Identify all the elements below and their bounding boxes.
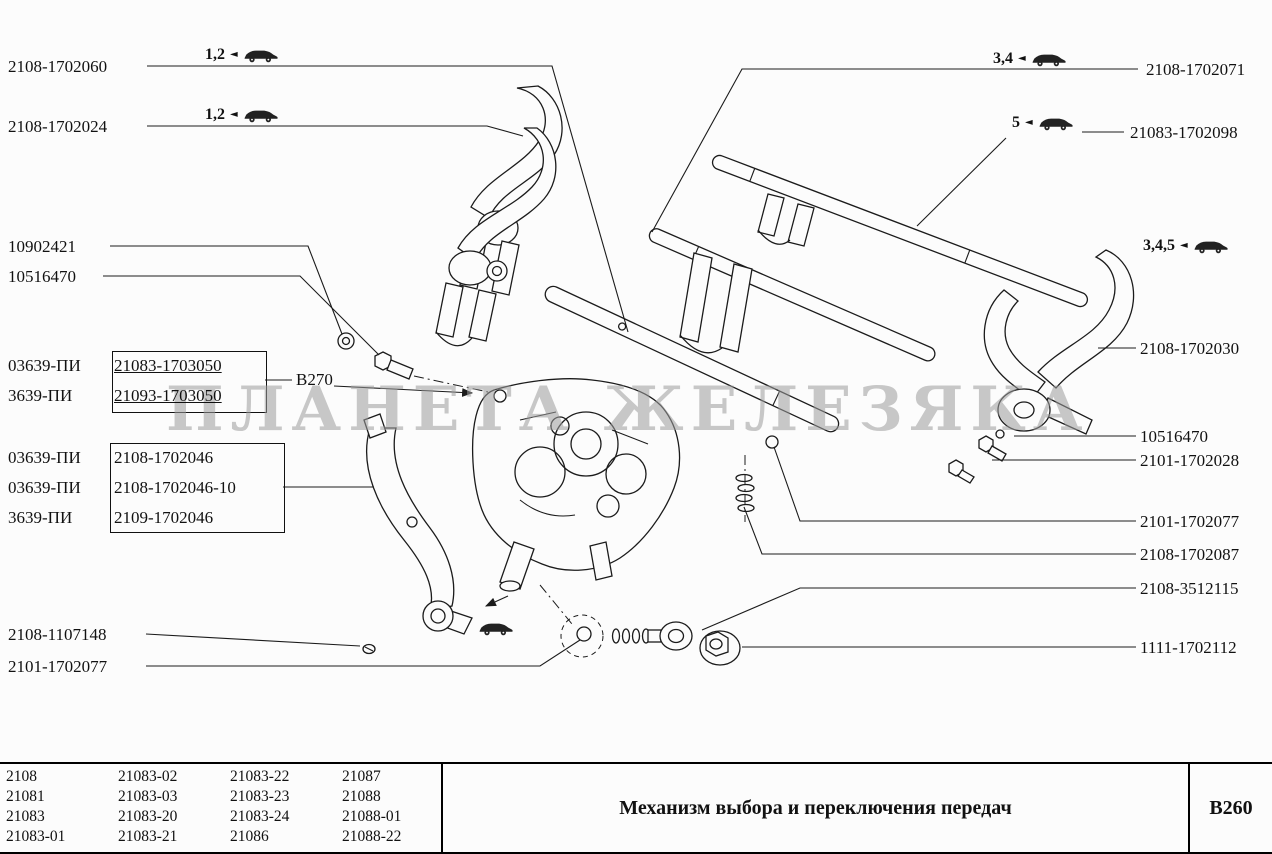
- applicability-badge: 3,4,5 ◄: [1143, 237, 1229, 255]
- model-cell: 21083-24: [230, 808, 290, 825]
- bolt-10516470-left: [374, 351, 414, 380]
- title-strip: 2108 21083-02 21083-22 21087 21081 21083…: [0, 762, 1272, 854]
- rod-3-4-gear: [648, 228, 936, 362]
- part-label: 2108-1702030: [1140, 339, 1240, 358]
- car-icon: [1038, 115, 1074, 132]
- part-label: 10902421: [8, 237, 76, 256]
- plug-1111-1702112: [699, 630, 741, 666]
- bolt-10516470-right: [978, 435, 1007, 462]
- selector-housing: [471, 378, 681, 592]
- model-table: 2108 21083-02 21083-22 21087 21081 21083…: [0, 764, 443, 852]
- part-label: 2108-1702060: [8, 57, 108, 76]
- rod-1-2-gear: [544, 285, 840, 433]
- model-cell: 21087: [342, 768, 381, 785]
- watermark: ПЛАНЕТА ЖЕЛЕЗЯКА: [166, 374, 1090, 445]
- part-label: 2108-1107148: [8, 625, 107, 644]
- part-label: 2101-1702077: [1140, 512, 1240, 531]
- part-label: 10516470: [1140, 427, 1208, 446]
- model-cell: 21083-23: [230, 788, 290, 805]
- gear-numbers: 1,2: [205, 106, 225, 123]
- part-number: 2108-1702046-10: [114, 478, 236, 497]
- washer-10902421: [337, 332, 355, 350]
- model-cell: 21081: [6, 788, 45, 805]
- ball-2101-1702077-left: [576, 626, 592, 642]
- model-cell: 21086: [230, 828, 269, 845]
- model-cell: 21088-01: [342, 808, 402, 825]
- arrow-left-icon: ◄: [1025, 117, 1033, 128]
- applicability-badge: 5 ◄: [1012, 114, 1074, 132]
- arrow-left-icon: ◄: [1018, 53, 1026, 64]
- model-cell: 21083-22: [230, 768, 290, 785]
- washer-2108-3512115: [659, 621, 693, 651]
- part-label: 2108-3512115: [1140, 579, 1239, 598]
- part-number: 2108-1702046: [114, 448, 214, 467]
- part-label: 2108-1702024: [8, 117, 108, 136]
- part-label: 2101-1702028: [1140, 451, 1240, 470]
- part-group-box: [112, 351, 267, 413]
- arrow-left-icon: ◄: [1180, 240, 1188, 251]
- fork-1-2-front: [435, 127, 557, 347]
- applicability-badge: 1,2 ◄: [205, 46, 279, 64]
- car-icon: [1031, 51, 1067, 68]
- model-cell: 21083-03: [118, 788, 178, 805]
- part-label: 2108-1702087: [1140, 545, 1240, 564]
- gear-numbers: 1,2: [205, 46, 225, 63]
- spring-2108-1702087: [735, 473, 755, 513]
- part-label-group: 03639-ПИ 21083-1703050: [8, 356, 222, 376]
- gear-numbers: 3,4: [993, 50, 1013, 67]
- part-label: 2108-1702071: [1146, 60, 1246, 79]
- sheet-code-cell: B260: [1190, 764, 1272, 852]
- callout-b270: В270: [296, 370, 333, 389]
- ball-2101-1702077-right: [765, 435, 779, 449]
- part-label: 1111-1702112: [1140, 638, 1237, 657]
- applicability-prefix: 03639-ПИ: [8, 356, 81, 375]
- sheet-code: B260: [1209, 796, 1253, 819]
- gear-numbers: 5: [1012, 114, 1020, 131]
- detent-spring: [611, 628, 662, 644]
- part-label: 2101-1702077: [8, 657, 108, 676]
- model-cell: 21088: [342, 788, 381, 805]
- bolt-2101-1702028: [948, 459, 975, 484]
- part-label-group: 3639-ПИ 2109-1702046: [8, 508, 213, 528]
- model-cell: 21083-01: [6, 828, 66, 845]
- applicability-prefix: 03639-ПИ: [8, 448, 81, 467]
- arrow-left-icon: ◄: [230, 49, 238, 60]
- applicability-prefix: 3639-ПИ: [8, 508, 73, 527]
- applicability-badge: 3,4 ◄: [993, 50, 1067, 68]
- part-label-group: 03639-ПИ 2108-1702046-10: [8, 478, 236, 498]
- part-number: 2109-1702046: [114, 508, 214, 527]
- gear-numbers: 3,4,5: [1143, 237, 1175, 254]
- sheet-title: Механизм выбора и переключения передач: [619, 796, 1012, 819]
- applicability-prefix: 03639-ПИ: [8, 478, 81, 497]
- part-label: 21083-1702098: [1130, 123, 1238, 142]
- car-icon: [1193, 238, 1229, 255]
- model-cell: 21083-02: [118, 768, 178, 785]
- car-icon: [243, 107, 279, 124]
- selector-lever: [363, 413, 473, 635]
- arrow-left-icon: ◄: [230, 109, 238, 120]
- leader-lines: [103, 65, 1138, 667]
- model-cell: 21088-22: [342, 828, 402, 845]
- model-cell: 21083: [6, 808, 45, 825]
- fork-3-4-5: [983, 249, 1135, 439]
- car-icon: [243, 47, 279, 64]
- model-cell: 2108: [6, 768, 37, 785]
- part-number: 21093-1703050: [114, 386, 222, 405]
- part-number: 21083-1703050: [114, 356, 222, 375]
- applicability-badge: 1,2 ◄: [205, 106, 279, 124]
- applicability-prefix: 3639-ПИ: [8, 386, 73, 405]
- detent-dashed-circle: [560, 614, 604, 658]
- rivet-2108-1107148: [362, 643, 376, 655]
- sheet-title-cell: Механизм выбора и переключения передач: [443, 764, 1190, 852]
- model-cell: 21083-21: [118, 828, 178, 845]
- part-label-group: 03639-ПИ 2108-1702046: [8, 448, 213, 468]
- part-label-group: 3639-ПИ 21093-1703050: [8, 386, 222, 406]
- part-label: 10516470: [8, 267, 76, 286]
- car-icon: [479, 623, 513, 636]
- rod-5th-gear: [711, 154, 1089, 308]
- part-group-box: [110, 443, 285, 533]
- model-cell: 21083-20: [118, 808, 178, 825]
